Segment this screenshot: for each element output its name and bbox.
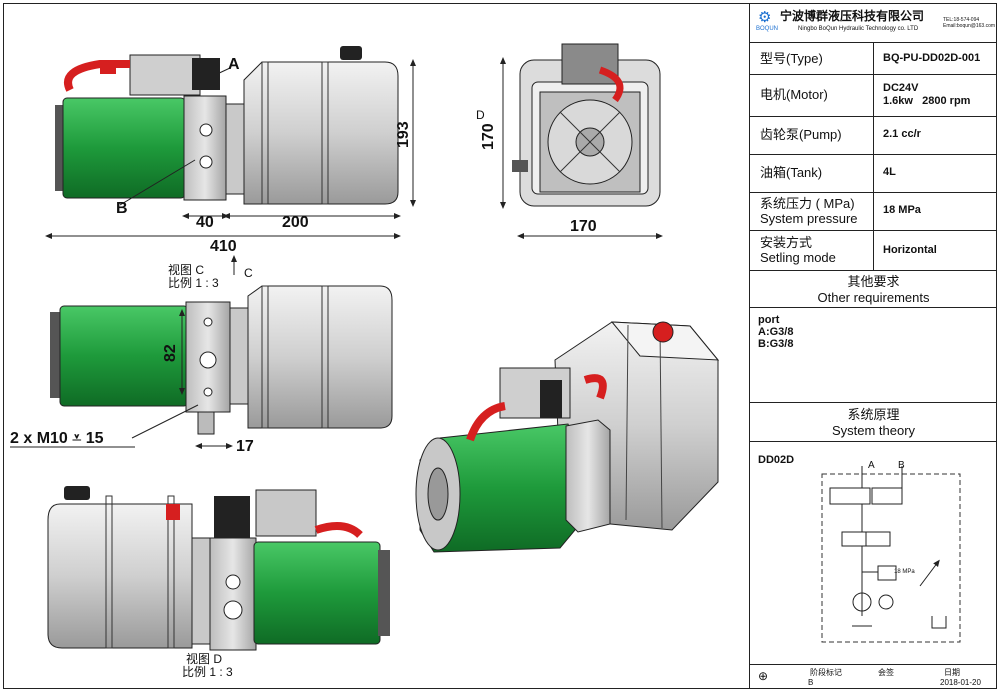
company-contact: TEL:18-574-094 Email:boqun@163.com <box>943 17 996 29</box>
solenoid-coil <box>129 54 201 96</box>
stage-value: B <box>808 678 814 687</box>
end-view <box>500 43 663 239</box>
oil-tank <box>243 61 399 205</box>
schematic-port-a: A <box>868 460 875 471</box>
thread-note: 2 x M10 ⩡ 15 <box>10 430 104 447</box>
other-title-en: Other requirements <box>817 290 930 305</box>
breather-cap <box>340 46 362 60</box>
sign-label: 会签 <box>878 668 894 677</box>
company-logo-icon: ⚙ <box>758 9 772 26</box>
spec-value: 4L <box>883 166 896 178</box>
label-a: A <box>228 56 240 73</box>
spec-value: 2.1 cc/r <box>883 128 921 140</box>
side-view-top <box>45 46 416 239</box>
spec-label: 安装方式 Setling mode <box>760 235 836 265</box>
other-requirements-header: 其他要求 Other requirements <box>750 270 997 308</box>
date-label: 日期 <box>944 668 960 677</box>
spec-value: Horizontal <box>883 244 937 256</box>
dim-17: 17 <box>236 438 254 455</box>
other-title-cn: 其他要求 <box>847 274 900 289</box>
drawing-sheet <box>3 3 997 689</box>
spec-row-mode: 安装方式 Setling mode Horizontal <box>750 230 997 271</box>
hydraulic-schematic <box>821 466 961 643</box>
projection-symbol-icon: ⊕ <box>758 669 769 683</box>
isometric-view <box>415 321 720 553</box>
stage-label: 阶段标记 <box>810 668 842 677</box>
valve-block <box>183 95 227 201</box>
dim-82: 82 <box>162 344 179 362</box>
dim-170-vertical: 170 <box>480 123 497 150</box>
theory-title-cn: 系统原理 <box>847 407 900 422</box>
motor-body <box>62 97 186 199</box>
spec-row-pressure: 系统压力 ( MPa) System pressure 18 MPa <box>750 192 997 231</box>
system-theory-header: 系统原理 System theory <box>750 402 997 442</box>
title-block-footer: ⊕ 阶段标记 B 会签 日期 2018-01-20 <box>750 664 997 689</box>
port-b-line: B:G3/8 <box>758 338 794 350</box>
valve-connector <box>64 60 130 92</box>
label-d: D <box>476 108 485 122</box>
spec-panel: ⚙ BOQUN 宁波博群液压科技有限公司 Ningbo BoQun Hydrau… <box>749 4 997 688</box>
circuit-model: DD02D <box>758 454 795 466</box>
view-c <box>10 255 393 449</box>
spec-value: 18 MPa <box>883 204 921 216</box>
spec-label: 油箱(Tank) <box>760 165 823 180</box>
view-c-scale: 比例 1 : 3 <box>168 276 219 290</box>
spec-row-motor: 电机(Motor) DC24V 1.6kw 2800 rpm <box>750 74 997 117</box>
view-d-scale: 比例 1 : 3 <box>182 665 233 679</box>
dim-height-193: 193 <box>395 121 412 148</box>
company-name-cn: 宁波博群液压科技有限公司 <box>780 9 925 23</box>
spec-row-type: 型号(Type) BQ-PU-DD02D-001 <box>750 42 997 75</box>
date-value: 2018-01-20 <box>940 678 981 687</box>
spec-label: 型号(Type) <box>760 51 823 66</box>
technical-drawing <box>10 43 720 651</box>
dim-410: 410 <box>210 238 237 255</box>
spec-label: 电机(Motor) <box>760 87 828 102</box>
view-c-arrow-label: C <box>244 266 253 280</box>
label-b: B <box>116 200 128 217</box>
view-d <box>47 486 390 651</box>
dim-170-horizontal: 170 <box>570 218 597 235</box>
spec-value: BQ-PU-DD02D-001 <box>883 52 981 64</box>
port-a-line: A:G3/8 <box>758 326 794 338</box>
spec-row-pump: 齿轮泵(Pump) 2.1 cc/r <box>750 116 997 155</box>
title-block-header: ⚙ BOQUN 宁波博群液压科技有限公司 Ningbo BoQun Hydrau… <box>750 4 997 43</box>
schematic-port-b: B <box>898 460 905 471</box>
view-d-title: 视图 D <box>186 652 223 666</box>
spec-label: 齿轮泵(Pump) <box>760 127 842 142</box>
dim-40: 40 <box>196 214 214 231</box>
spec-value: DC24V 1.6kw 2800 rpm <box>883 82 971 107</box>
spec-row-tank: 油箱(Tank) 4L <box>750 154 997 193</box>
company-name-en: Ningbo BoQun Hydraulic Technology co. LT… <box>798 26 919 32</box>
port-line: port <box>758 314 780 326</box>
logo-text: BOQUN <box>756 26 779 32</box>
view-c-title: 视图 C <box>168 263 205 277</box>
dim-200: 200 <box>282 214 309 231</box>
spec-label: 系统压力 ( MPa) System pressure <box>760 196 858 226</box>
schematic-relief-label: 18 MPa <box>894 569 915 575</box>
theory-title-en: System theory <box>831 423 916 438</box>
